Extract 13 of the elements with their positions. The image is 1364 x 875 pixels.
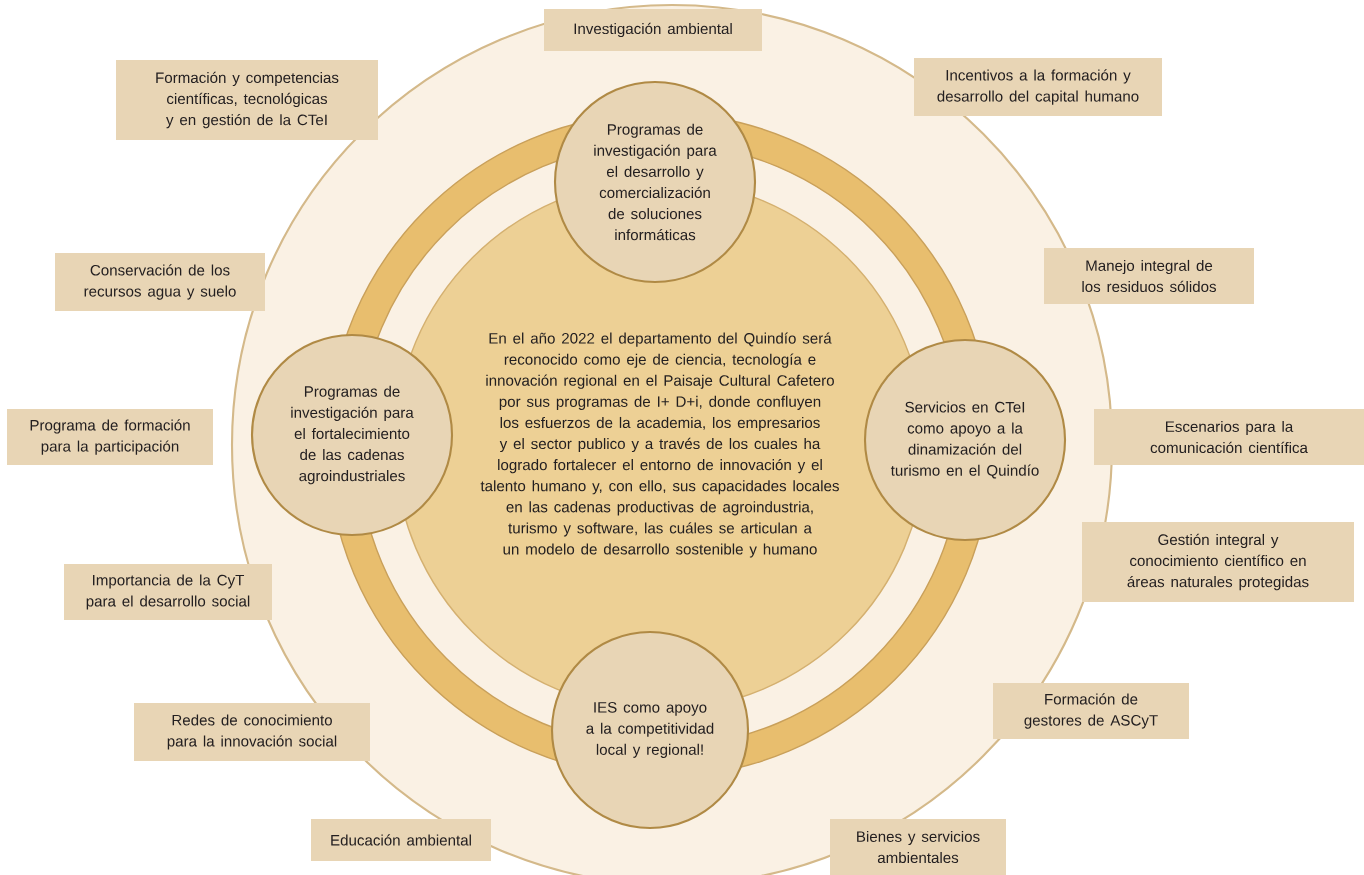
label-box: Incentivos a la formación y desarrollo del capital humano	[914, 58, 1162, 116]
label-box: Bienes y servicios ambientales	[830, 819, 1006, 875]
label-box: Formación de gestores de ASCyT	[993, 683, 1189, 739]
label-box: Educación ambiental	[311, 819, 491, 861]
label-box: Escenarios para la comunicación científica	[1094, 409, 1364, 465]
label-box: Formación y competencias científicas, tecnológicas y en gestión de la CTeI	[116, 60, 378, 140]
label-box: Manejo integral de los residuos sólidos	[1044, 248, 1254, 304]
label-box: Programa de formación para la participación	[7, 409, 213, 465]
label-box: Redes de conocimiento para la innovación social	[134, 703, 370, 761]
label-box: Importancia de la CyT para el desarrollo social	[64, 564, 272, 620]
label-box: Gestión integral y conocimiento científico en áreas naturales protegidas	[1082, 522, 1354, 602]
label-box: Conservación de los recursos agua y suelo	[55, 253, 265, 311]
label-box: Investigación ambiental	[544, 9, 762, 51]
